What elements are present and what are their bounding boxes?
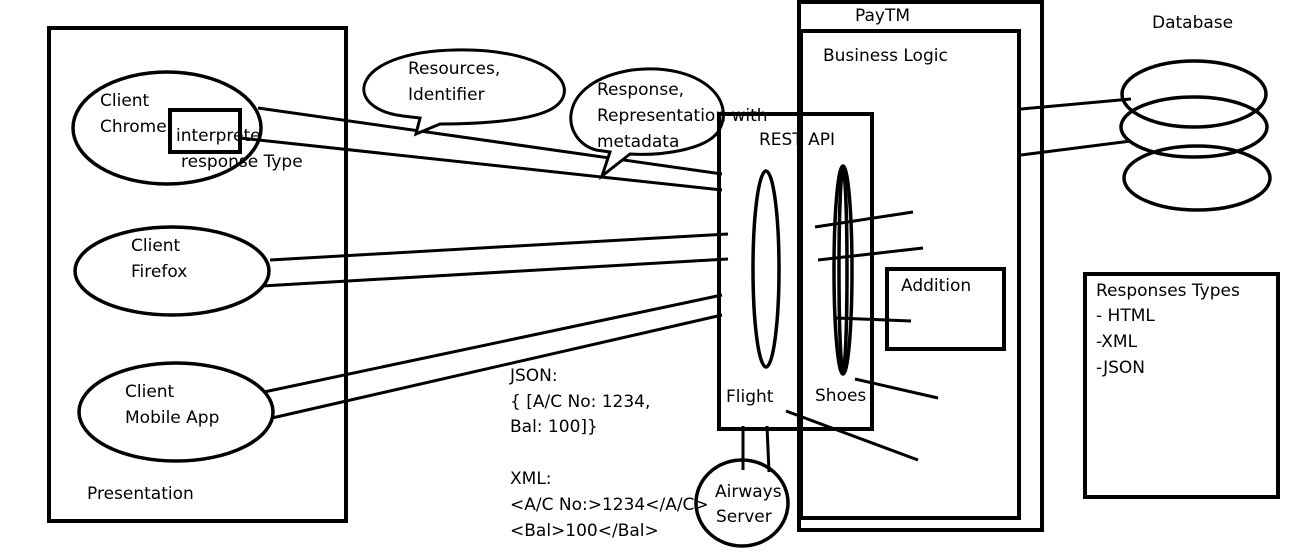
airways-server-ellipse (694, 458, 790, 548)
responses-type-html: - HTML (1096, 306, 1155, 326)
response-type-label: response Type (181, 152, 303, 172)
request-bubble (362, 48, 566, 137)
flight-diagonal-line (785, 409, 919, 462)
rest-api-box (717, 112, 874, 431)
rest-api-title: REST API (759, 130, 836, 150)
database-disk-3 (1122, 144, 1272, 212)
presentation-title: Presentation (87, 484, 194, 504)
chrome-line-bottom (239, 136, 723, 192)
database-title: Database (1152, 13, 1234, 33)
json-line1: { [A/C No: 1234, (510, 392, 651, 412)
airways-line2: Server (716, 507, 772, 527)
responses-type-xml: -XML (1096, 332, 1138, 352)
mobile-line-top (263, 293, 723, 394)
shoes-line-3 (835, 316, 912, 323)
shoes-ellipse-inner (837, 168, 849, 372)
client-firefox-line2: Firefox (131, 262, 188, 282)
interpreter-label: interprete (176, 126, 261, 146)
xml-line2: <Bal>100</Bal> (510, 521, 659, 541)
shoes-label: Shoes (815, 386, 867, 406)
database-disk-1 (1120, 59, 1268, 129)
airways-line-right (765, 425, 771, 473)
xml-title: XML: (510, 469, 552, 489)
shoes-line-4 (854, 377, 939, 400)
addition-label: Addition (901, 276, 972, 296)
request-bubble-line1: Resources, (408, 59, 501, 79)
db-line-top (1020, 97, 1132, 111)
client-mobile-ellipse (77, 361, 275, 463)
paytm-title: PayTM (855, 6, 911, 26)
responses-types-box (1083, 272, 1280, 499)
response-bubble-line3: metadata (597, 132, 680, 152)
response-bubble-line1: Response, (597, 80, 685, 100)
firefox-line-bottom (261, 257, 729, 288)
business-logic-box (799, 29, 1021, 520)
presentation-box (47, 26, 348, 523)
airways-line1: Airways (715, 482, 782, 502)
response-bubble (569, 67, 725, 181)
client-chrome-line2: Chrome (100, 117, 167, 137)
xml-line1: <A/C No:>1234</A/C> (510, 495, 709, 515)
client-mobile-line1: Client (125, 382, 175, 402)
mobile-line-bottom (271, 313, 723, 420)
request-bubble-line2: Identifier (408, 85, 485, 105)
shoes-line-2 (817, 246, 924, 262)
shoes-line-1 (814, 210, 914, 229)
client-firefox-line1: Client (131, 236, 181, 256)
shoes-ellipse-outer (832, 164, 854, 376)
client-chrome-line1: Client (100, 91, 150, 111)
responses-type-json: -JSON (1096, 358, 1145, 378)
flight-label: Flight (726, 387, 774, 407)
db-line-bottom (1020, 139, 1132, 157)
business-logic-title: Business Logic (823, 46, 948, 66)
json-line2: Bal: 100]} (510, 417, 598, 437)
flight-ellipse (751, 169, 781, 369)
client-chrome-ellipse (71, 70, 263, 186)
client-firefox-ellipse (73, 225, 271, 317)
client-mobile-line2: Mobile App (125, 408, 220, 428)
responses-types-title: Responses Types (1096, 281, 1240, 301)
firefox-line-top (269, 232, 729, 262)
addition-box (885, 267, 1006, 351)
json-title: JSON: (510, 366, 558, 386)
chrome-line-top (257, 106, 723, 176)
interpreter-box (168, 108, 242, 154)
response-bubble-line2: Representation with (597, 106, 768, 126)
database-disk-2 (1119, 95, 1269, 159)
